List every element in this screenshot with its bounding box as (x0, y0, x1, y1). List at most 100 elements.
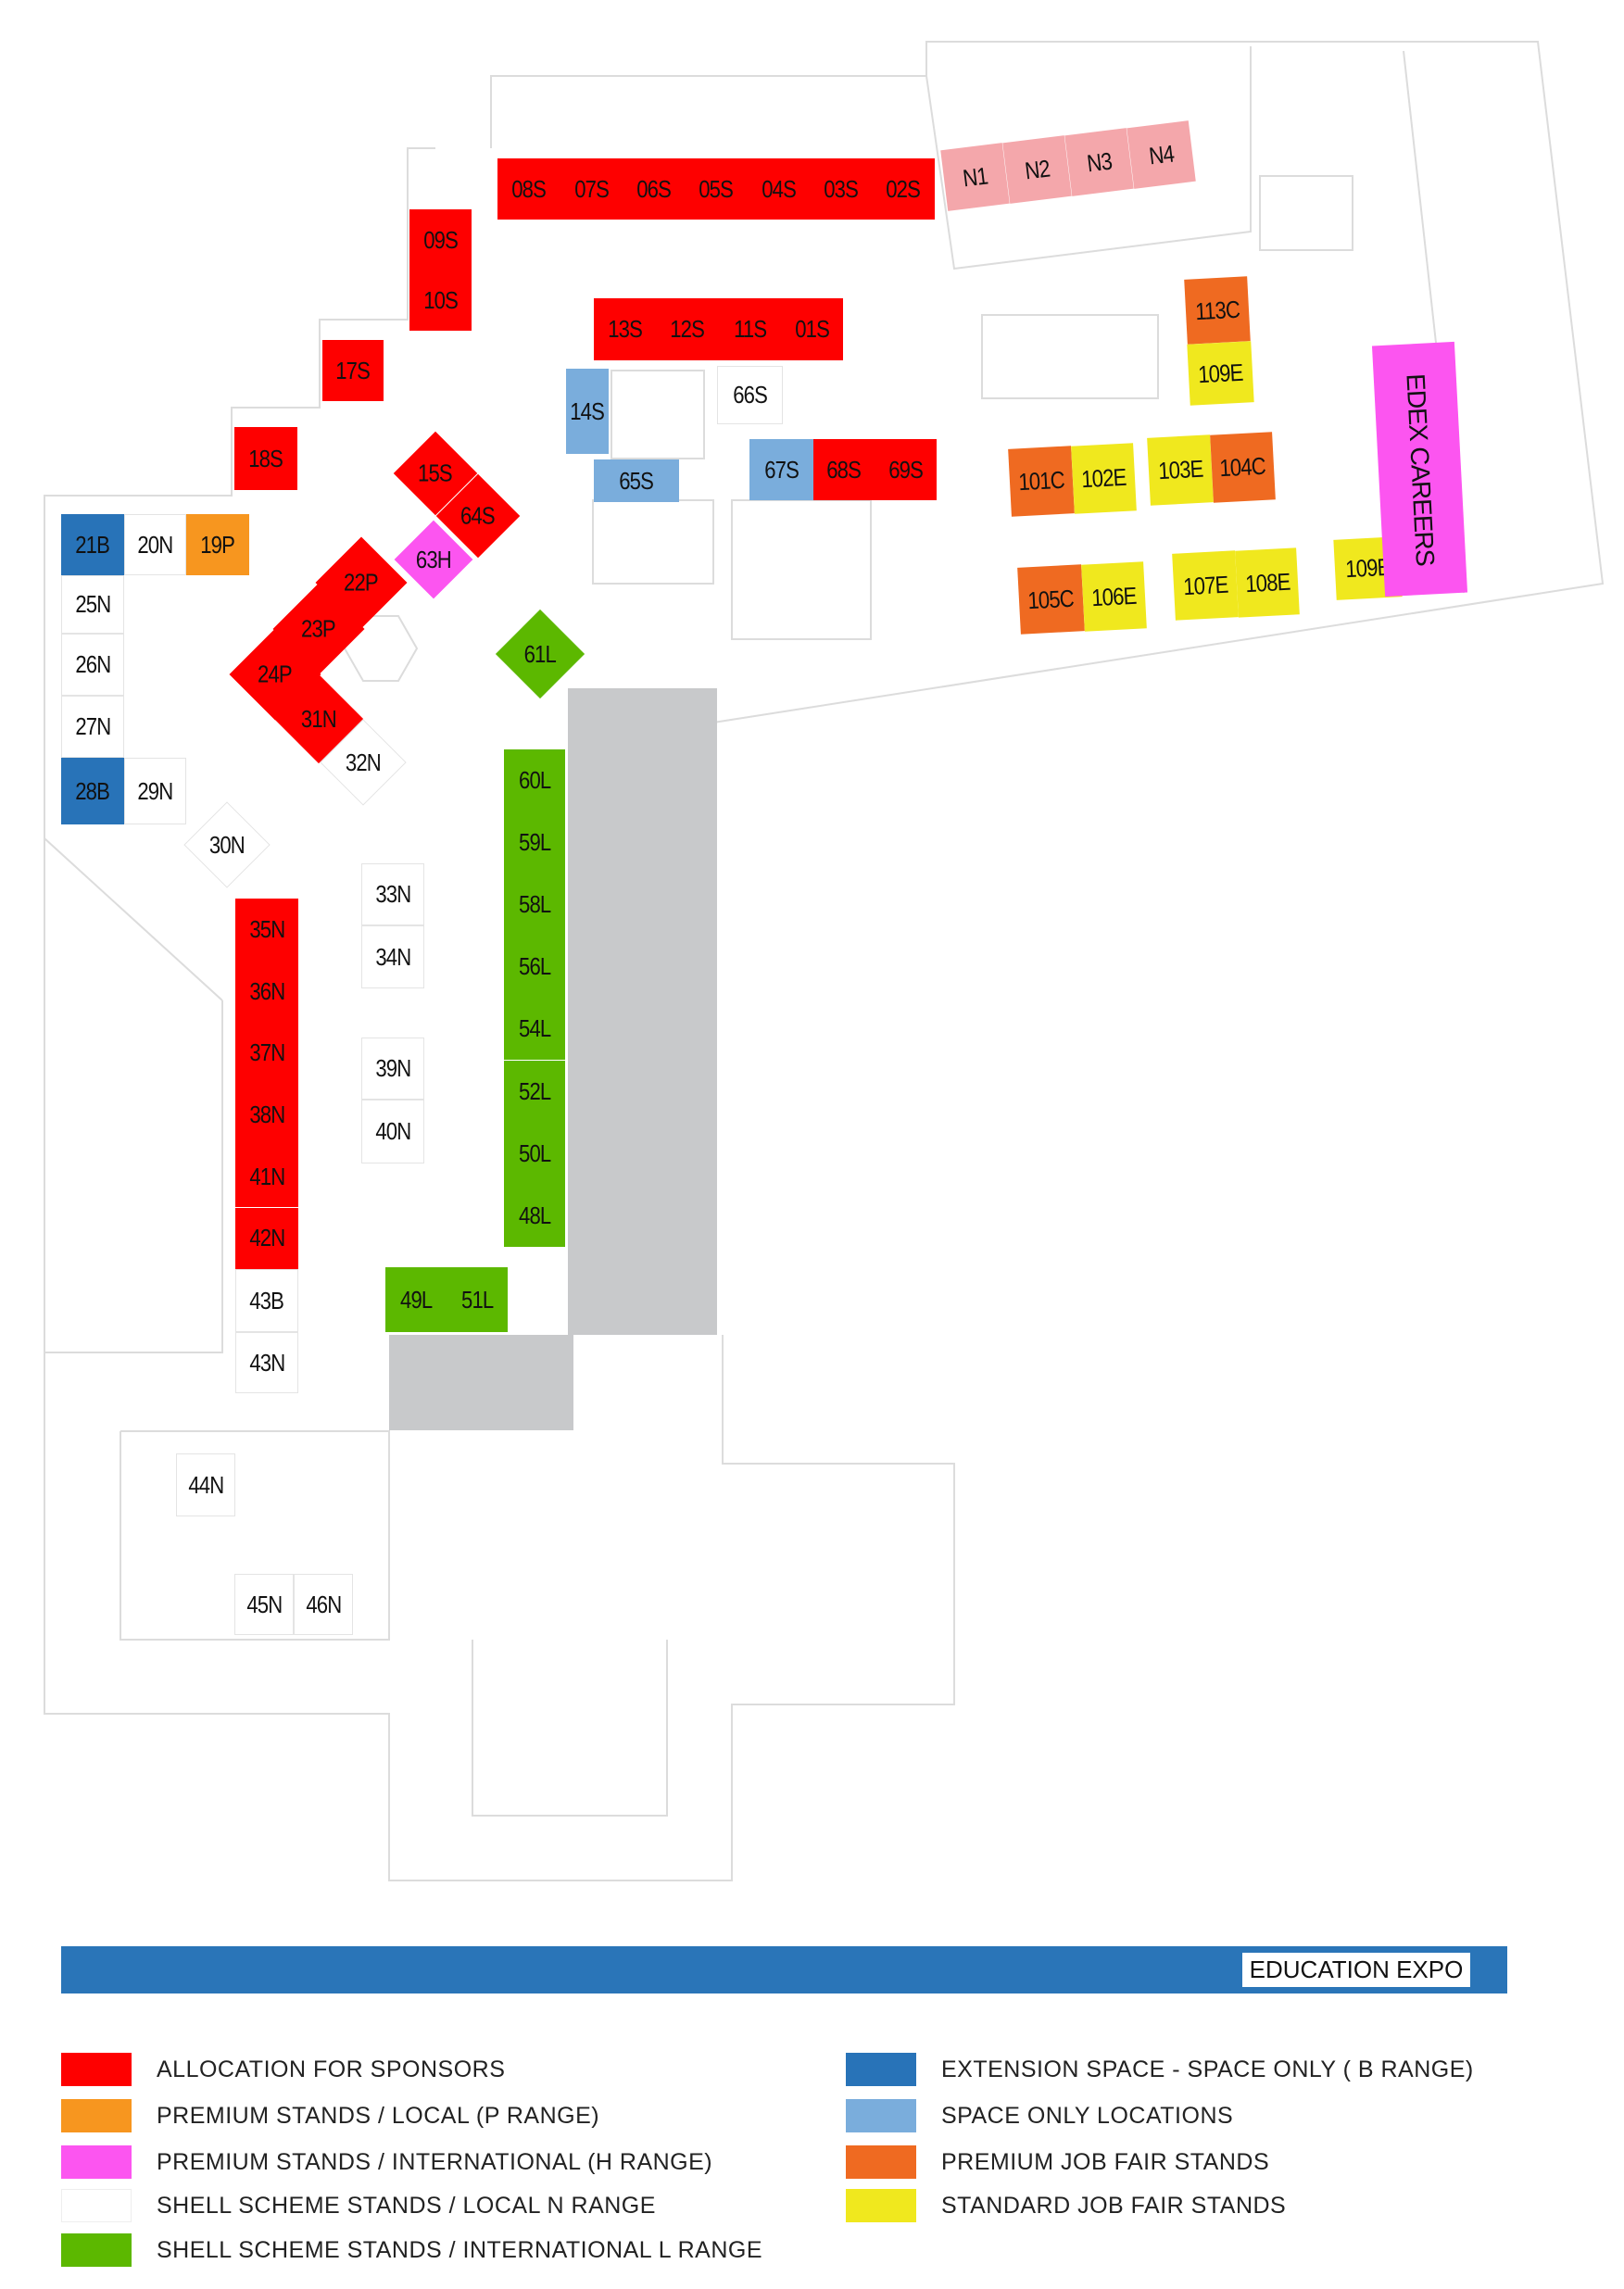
stand-41n[interactable]: 41N (235, 1145, 298, 1208)
stand-45n[interactable]: 45N (234, 1574, 294, 1635)
stand-01s[interactable]: 01S (780, 298, 844, 360)
stand-n1[interactable]: N1 (940, 143, 1010, 211)
stand-n2[interactable]: N2 (1002, 135, 1072, 204)
stand-44n[interactable]: 44N (176, 1453, 235, 1516)
stand-106e[interactable]: 106E (1081, 561, 1147, 632)
stand-label: 101C (1017, 465, 1065, 497)
stand-17s[interactable]: 17S (322, 340, 384, 401)
banner-title: EDUCATION EXPO (1242, 1953, 1470, 1987)
stand-label: 58L (518, 890, 551, 919)
stand-08s[interactable]: 08S (497, 158, 560, 220)
stand-108e[interactable]: 108E (1235, 547, 1300, 618)
stand-104c[interactable]: 104C (1210, 432, 1276, 503)
stand-69s[interactable]: 69S (875, 439, 937, 500)
stand-36n[interactable]: 36N (235, 960, 298, 1023)
stand-12s[interactable]: 12S (656, 298, 719, 360)
stand-07s[interactable]: 07S (560, 158, 623, 220)
legend-swatch (61, 2053, 132, 2086)
stand-66s[interactable]: 66S (717, 366, 783, 424)
stand-68s[interactable]: 68S (813, 439, 875, 500)
stand-46n[interactable]: 46N (294, 1574, 353, 1635)
stand-label: 107E (1182, 570, 1228, 600)
stand-14s[interactable]: 14S (566, 369, 609, 454)
stand-label: 34N (374, 942, 411, 971)
stand-56l[interactable]: 56L (504, 936, 565, 999)
stand-label: 29N (137, 776, 173, 805)
stand-43b[interactable]: 43B (235, 1269, 298, 1332)
stand-20n[interactable]: 20N (124, 514, 186, 575)
stand-50l[interactable]: 50L (504, 1122, 565, 1185)
stand-34n[interactable]: 34N (361, 925, 424, 988)
stand-label: N4 (1147, 138, 1176, 170)
stand-60l[interactable]: 60L (504, 749, 565, 812)
stand-33n[interactable]: 33N (361, 863, 424, 925)
stand-label: 36N (248, 976, 285, 1005)
stand-label: 64S (460, 501, 496, 530)
stand-label: 39N (374, 1054, 411, 1082)
stand-label: 26N (74, 650, 111, 678)
stand-02s[interactable]: 02S (871, 158, 935, 220)
stand-101c[interactable]: 101C (1008, 446, 1075, 517)
stand-n3[interactable]: N3 (1064, 128, 1134, 196)
stand-113c[interactable]: 113C (1184, 276, 1251, 345)
stand-28b[interactable]: 28B (61, 758, 124, 824)
stand-65s[interactable]: 65S (594, 459, 679, 502)
stand-43n[interactable]: 43N (235, 1332, 298, 1393)
stand-54l[interactable]: 54L (504, 998, 565, 1061)
stand-51l[interactable]: 51L (447, 1267, 508, 1332)
stand-label: 06S (636, 174, 672, 203)
stand-102e[interactable]: 102E (1071, 443, 1137, 514)
stand-40n[interactable]: 40N (361, 1100, 424, 1163)
stand-03s[interactable]: 03S (809, 158, 873, 220)
stand-67s[interactable]: 67S (749, 439, 813, 500)
stand-09s[interactable]: 09S (409, 209, 472, 270)
stand-label: 05S (699, 174, 734, 203)
stand-109e[interactable]: 109E (1187, 341, 1254, 406)
stand-42n[interactable]: 42N (235, 1207, 298, 1270)
legend-label: SPACE ONLY LOCATIONS (941, 2102, 1234, 2129)
stand-107e[interactable]: 107E (1172, 550, 1239, 621)
stand-27n[interactable]: 27N (61, 696, 124, 758)
stand-49l[interactable]: 49L (385, 1267, 447, 1332)
stand-18s[interactable]: 18S (234, 427, 297, 490)
stand-label: 102E (1080, 462, 1127, 494)
stand-label: 18S (248, 444, 284, 472)
stand-105c[interactable]: 105C (1017, 564, 1085, 635)
stand-21b[interactable]: 21B (61, 514, 124, 575)
stand-label: 65S (619, 466, 655, 495)
stand-05s[interactable]: 05S (684, 158, 748, 220)
stand-35n[interactable]: 35N (235, 899, 298, 961)
stand-label: 40N (374, 1117, 411, 1145)
stand-52l[interactable]: 52L (504, 1060, 565, 1123)
stand-59l[interactable]: 59L (504, 811, 565, 874)
stand-13s[interactable]: 13S (594, 298, 657, 360)
stand-38n[interactable]: 38N (235, 1084, 298, 1146)
stand-26n[interactable]: 26N (61, 634, 124, 696)
stand-label: 48L (518, 1201, 551, 1229)
stand-19p[interactable]: 19P (186, 514, 249, 575)
stand-11s[interactable]: 11S (718, 298, 782, 360)
stand-edex-careers[interactable]: EDEX CAREERS (1371, 341, 1468, 597)
legend-label: PREMIUM STANDS / LOCAL (P RANGE) (157, 2102, 600, 2129)
stand-n4[interactable]: N4 (1127, 120, 1196, 189)
legend-label: STANDARD JOB FAIR STANDS (941, 2192, 1287, 2219)
stand-label: 11S (733, 315, 767, 343)
legend-item-premium-local: PREMIUM STANDS / LOCAL (P RANGE) (61, 2099, 599, 2132)
stand-04s[interactable]: 04S (747, 158, 811, 220)
stand-37n[interactable]: 37N (235, 1022, 298, 1085)
stand-label: 22P (344, 568, 379, 597)
stand-48l[interactable]: 48L (504, 1184, 565, 1247)
stand-label: 21B (75, 530, 111, 559)
legend-item-extension: EXTENSION SPACE - SPACE ONLY ( B RANGE) (846, 2053, 1474, 2086)
stand-label: 31N (300, 704, 336, 733)
stand-25n[interactable]: 25N (61, 575, 124, 634)
stand-label: 12S (670, 315, 706, 343)
stand-29n[interactable]: 29N (124, 758, 186, 824)
stand-06s[interactable]: 06S (622, 158, 686, 220)
stand-label: 103E (1157, 454, 1203, 485)
stand-58l[interactable]: 58L (504, 874, 565, 937)
stand-10s[interactable]: 10S (409, 270, 472, 331)
stand-39n[interactable]: 39N (361, 1038, 424, 1100)
stand-103e[interactable]: 103E (1147, 434, 1214, 506)
legend-swatch (61, 2145, 132, 2179)
